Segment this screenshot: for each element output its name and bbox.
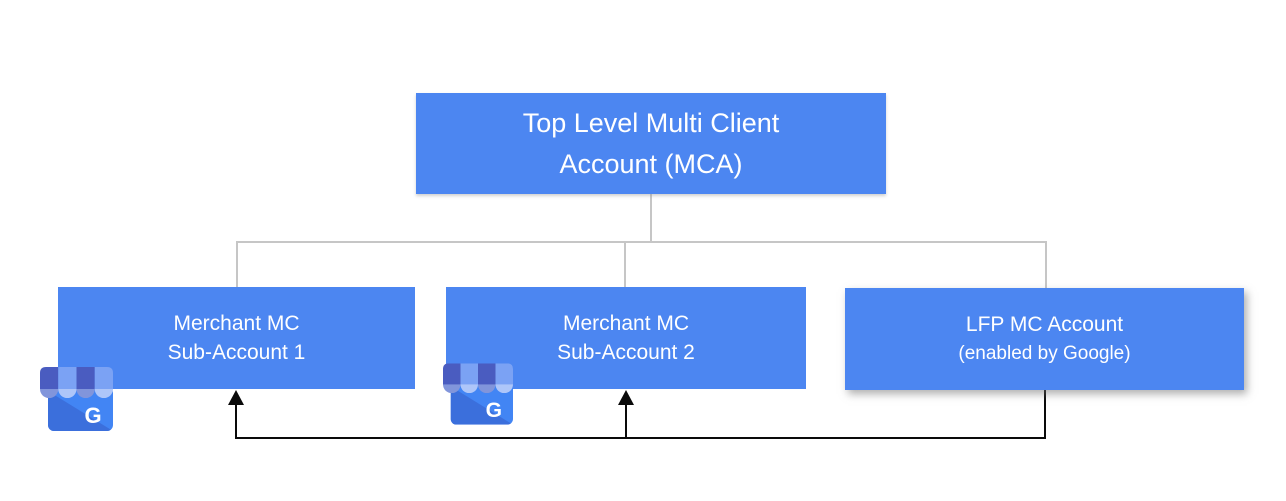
feed-line-horizontal [235,437,1046,439]
feed-line-from-lfp [1044,390,1046,439]
node-lfp-mc-account: LFP MC Account (enabled by Google) [845,288,1244,390]
icon-g-letter: G [84,403,101,428]
node-label-line2: (enabled by Google) [958,343,1131,364]
node-top-level-mca: Top Level Multi Client Account (MCA) [416,93,886,194]
hierarchy-line-horizontal [236,241,1047,243]
node-label-line2: Account (MCA) [559,148,743,179]
arrow-up-icon [228,390,244,405]
hierarchy-line-drop-lfp [1045,243,1047,288]
feed-line-to-sub1 [235,404,237,437]
node-label-line2: Sub-Account 2 [557,341,695,364]
node-label-line1: LFP MC Account [965,313,1124,336]
hierarchy-line-root-drop [650,194,652,241]
google-business-icon: G [443,362,513,426]
node-label-line1: Top Level Multi Client [522,107,780,138]
feed-line-to-sub2 [625,404,627,437]
node-label-line1: Merchant MC [562,312,690,335]
hierarchy-line-drop-sub2 [624,243,626,287]
node-label-line2: Sub-Account 1 [167,341,306,364]
node-merchant-sub-account-2: Merchant MC Sub-Account 2 [446,287,806,389]
arrow-up-icon [618,390,634,405]
node-merchant-sub-account-1: Merchant MC Sub-Account 1 [58,287,415,389]
node-label-line1: Merchant MC [173,312,300,335]
hierarchy-line-drop-sub1 [236,243,238,287]
google-business-icon: G [40,367,113,431]
icon-g-letter: G [486,399,502,422]
